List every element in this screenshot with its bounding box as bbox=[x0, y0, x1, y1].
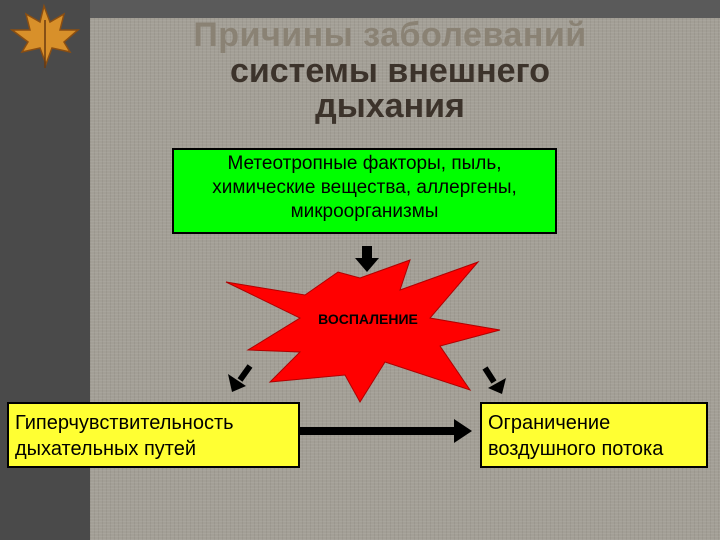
hypersensitivity-box: Гиперчувствительность дыхательных путей bbox=[7, 402, 300, 468]
title-line-1: Причины заболеваний bbox=[193, 16, 587, 54]
slide-title: Причины заболеваний системы внешнего дых… bbox=[150, 16, 630, 126]
arrow-down-left-icon bbox=[228, 364, 253, 392]
inflammation-burst bbox=[225, 259, 501, 403]
arrow-down-icon bbox=[355, 246, 379, 272]
top-decor-strip bbox=[90, 0, 720, 18]
causes-box: Метеотропные факторы, пыль, химические в… bbox=[172, 148, 557, 234]
airflow-limitation-box: Ограничение воздушного потока bbox=[480, 402, 708, 468]
autumn-leaf-icon bbox=[9, 3, 81, 68]
arrow-right-icon bbox=[300, 419, 472, 443]
title-line-2: системы внешнего bbox=[229, 51, 551, 90]
arrow-down-right-icon bbox=[482, 366, 506, 394]
title-line-3: дыхания bbox=[315, 87, 465, 126]
inflammation-label: ВОСПАЛЕНИЕ bbox=[318, 311, 418, 327]
